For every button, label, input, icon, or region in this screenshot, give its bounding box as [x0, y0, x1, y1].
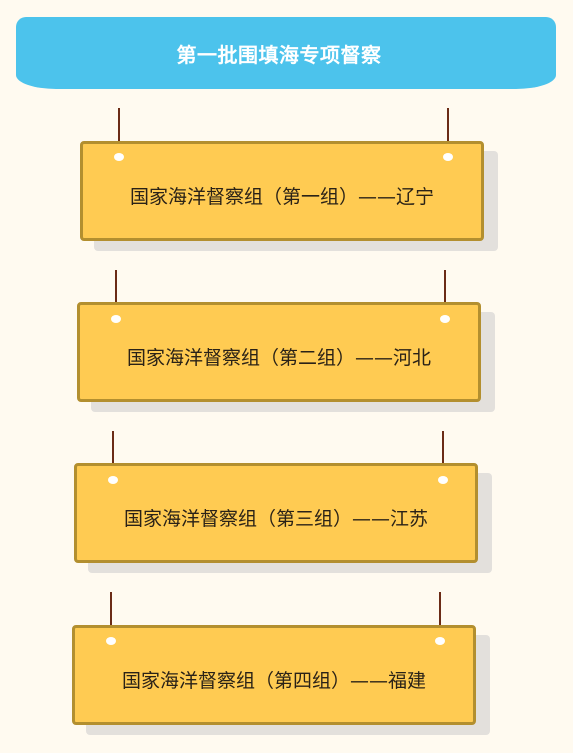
hanging-string [447, 108, 449, 156]
hanging-string [444, 270, 446, 318]
group-card-3: 国家海洋督察组（第三组）——江苏 [74, 463, 492, 573]
card-body: 国家海洋督察组（第三组）——江苏 [74, 463, 478, 563]
group-card-4: 国家海洋督察组（第四组）——福建 [72, 625, 490, 735]
card-hole [114, 153, 124, 161]
card-body: 国家海洋督察组（第一组）——辽宁 [80, 141, 484, 241]
hanging-string [439, 592, 441, 640]
group-label-4: 国家海洋督察组（第四组）——福建 [121, 669, 426, 692]
hanging-string [442, 431, 444, 479]
card-hole [435, 637, 445, 645]
group-label-1: 国家海洋督察组（第一组）——辽宁 [129, 185, 434, 208]
card-hole [106, 637, 116, 645]
hanging-string [115, 270, 117, 318]
hanging-string [112, 431, 114, 479]
card-body: 国家海洋督察组（第二组）——河北 [77, 302, 481, 402]
group-card-1: 国家海洋督察组（第一组）——辽宁 [80, 141, 498, 251]
card-hole [440, 315, 450, 323]
card-hole [438, 476, 448, 484]
hanging-string [110, 592, 112, 640]
card-hole [111, 315, 121, 323]
group-card-2: 国家海洋督察组（第二组）——河北 [77, 302, 495, 412]
title-banner: 第一批围填海专项督察 [16, 17, 556, 89]
card-hole [443, 153, 453, 161]
card-body: 国家海洋督察组（第四组）——福建 [72, 625, 476, 725]
hanging-string [118, 108, 120, 156]
card-hole [108, 476, 118, 484]
banner-title: 第一批围填海专项督察 [176, 42, 382, 67]
group-label-3: 国家海洋督察组（第三组）——江苏 [123, 507, 428, 530]
group-label-2: 国家海洋督察组（第二组）——河北 [126, 346, 431, 369]
